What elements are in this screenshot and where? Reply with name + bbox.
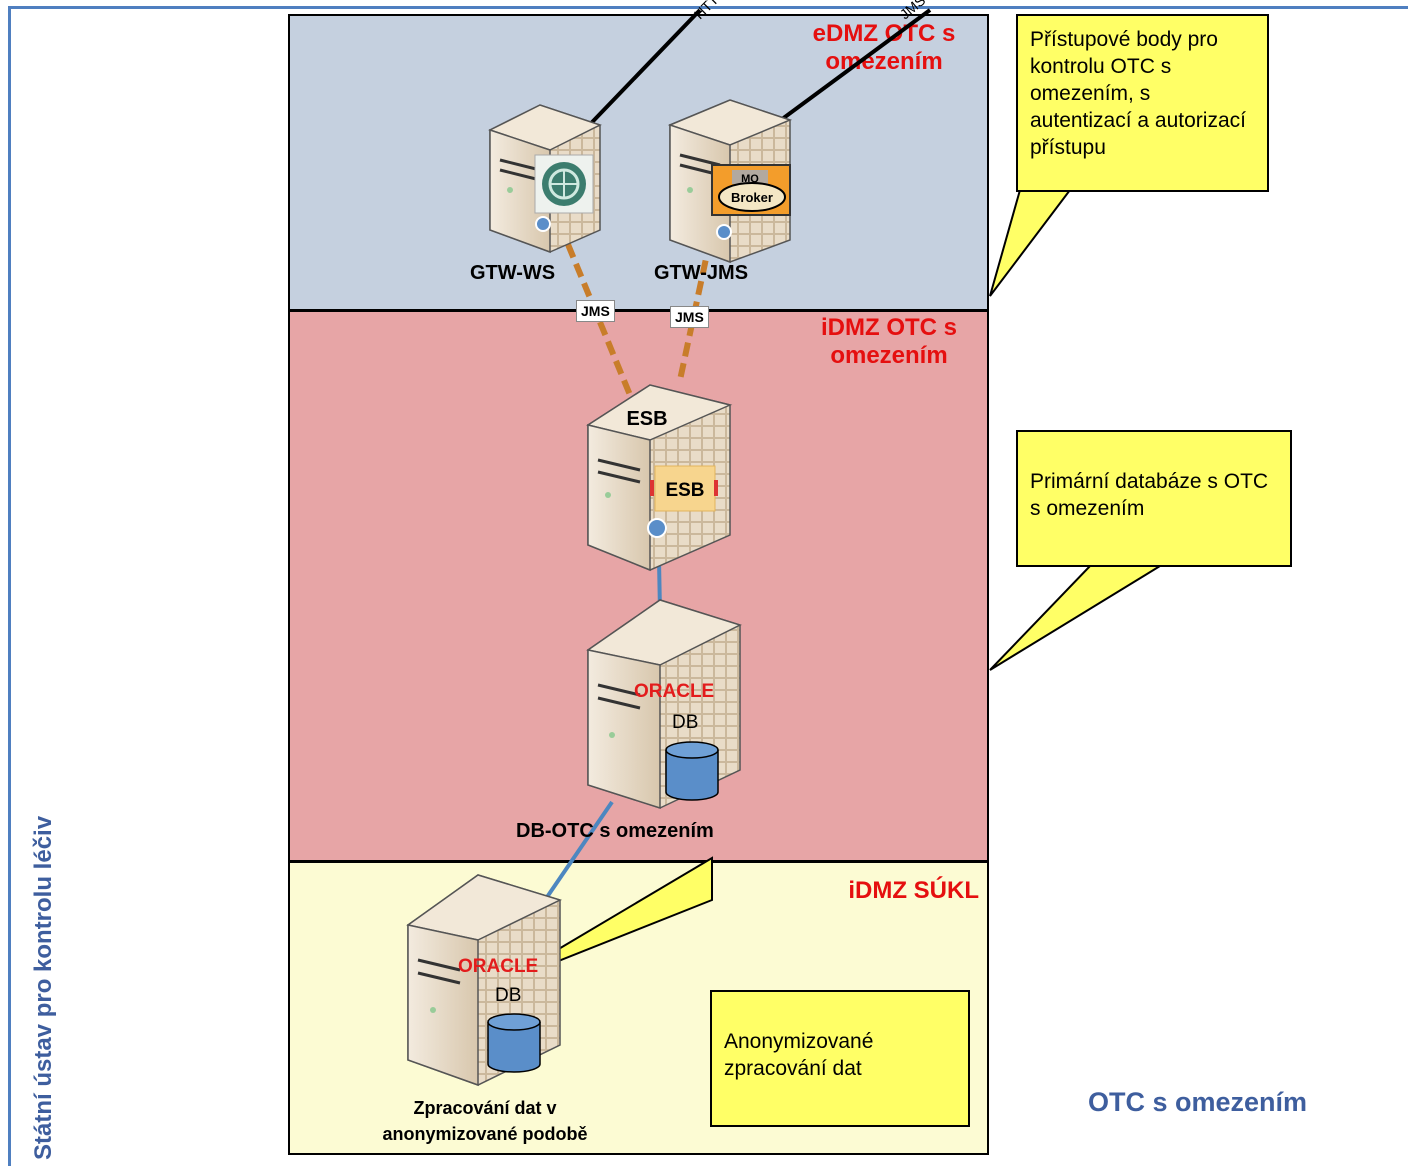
gtw-ws-label: GTW-WS xyxy=(470,262,556,284)
callout-primary-db: Primární databáze s OTC s omezením xyxy=(1016,430,1292,567)
db-anon-label-line2: anonymizované podobě xyxy=(382,1124,588,1144)
oracle-logo-2: ORACLE xyxy=(458,956,538,977)
jms-tag-right: JMS xyxy=(670,306,709,328)
esb-badge-label: ESB xyxy=(665,480,704,501)
jms-top-label: JMS xyxy=(897,0,929,22)
callout-primary-pointer xyxy=(989,565,1164,671)
server-db-otc: ORACLE DB xyxy=(586,599,742,810)
http-soap-label: HTTP/SOAP xyxy=(691,0,758,22)
server-db-anon: ORACLE DB xyxy=(406,874,563,1087)
jms-external-link xyxy=(768,8,932,130)
frame-left-border xyxy=(8,6,11,1166)
db-anon-label-line1: Zpracování dat v xyxy=(413,1098,557,1118)
callout-access-points: Přístupové body pro kontrolu OTC s omeze… xyxy=(1016,14,1269,192)
footer-otc-label: OTC s omezením xyxy=(1088,1087,1308,1117)
db-label-2: DB xyxy=(495,985,521,1006)
zone-idmz-otc-title: iDMZ OTC s omezením xyxy=(821,314,957,369)
esb-server-title: ESB xyxy=(626,408,667,430)
db-otc-label: DB-OTC s omezením xyxy=(516,820,714,842)
zone-idmz-sukl-title: iDMZ SÚKL xyxy=(848,877,979,904)
callout-anonymized: Anonymizované zpracování dat xyxy=(710,990,970,1127)
server-gtw-jms: MQ Broker xyxy=(667,99,793,264)
oracle-logo-1: ORACLE xyxy=(634,681,714,702)
server-gtw-ws xyxy=(488,104,602,254)
frame-top-border xyxy=(8,6,1408,9)
db-anon-label: Zpracování dat v anonymizované podobě xyxy=(350,1095,620,1147)
svg-text:MQ: MQ xyxy=(741,173,759,185)
db-label-1: DB xyxy=(672,712,698,733)
gtw-jms-label: GTW-JMS xyxy=(654,262,749,284)
mq-broker-label: Broker xyxy=(731,190,773,205)
jms-tag-left: JMS xyxy=(576,300,615,322)
db-anon-link xyxy=(543,800,614,902)
server-esb: ESB ESB xyxy=(586,384,733,572)
callout-access-pointer xyxy=(989,189,1073,297)
